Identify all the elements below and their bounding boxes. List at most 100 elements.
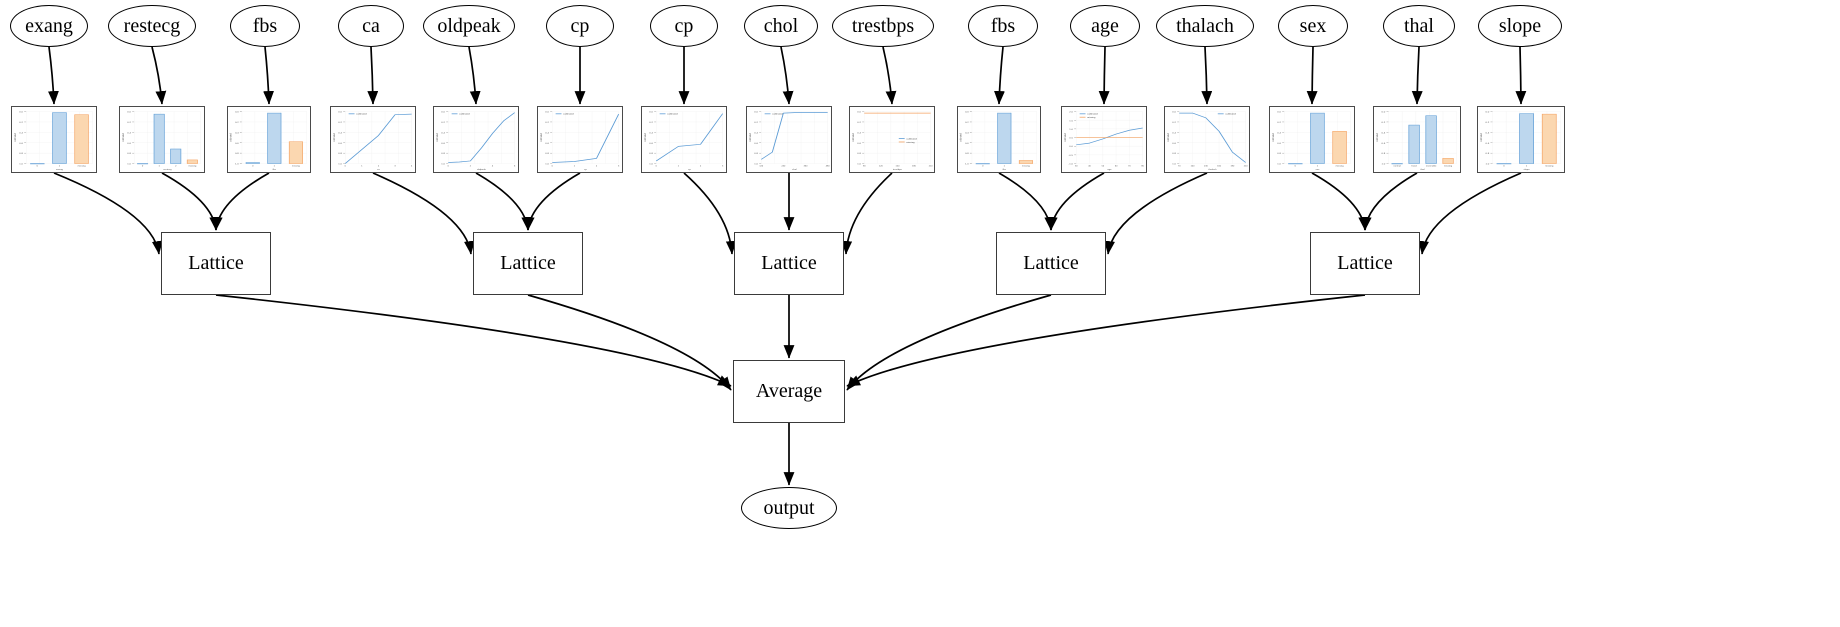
- svg-text:0.5: 0.5: [1069, 138, 1073, 140]
- svg-text:0.2: 0.2: [235, 122, 239, 124]
- feature-node-fbs-2[interactable]: fbs: [968, 5, 1038, 47]
- svg-text:age: age: [1107, 169, 1112, 171]
- average-node[interactable]: Average: [733, 360, 845, 423]
- svg-text:0.6: 0.6: [338, 143, 342, 145]
- svg-text:1.0: 1.0: [545, 164, 549, 166]
- svg-text:70: 70: [1128, 166, 1131, 168]
- svg-text:0: 0: [1295, 166, 1297, 168]
- svg-text:0.0: 0.0: [338, 112, 342, 114]
- output-node[interactable]: output: [741, 487, 837, 529]
- feature-node-exang[interactable]: exang: [10, 5, 88, 47]
- svg-text:0.0: 0.0: [1485, 111, 1489, 114]
- svg-text:3: 3: [618, 166, 620, 168]
- lattice-node-0[interactable]: Lattice: [161, 232, 271, 295]
- svg-text:0.6: 0.6: [754, 143, 758, 145]
- feature-node-chol[interactable]: chol: [744, 5, 818, 47]
- svg-text:0.4: 0.4: [965, 133, 969, 135]
- svg-text:0.8: 0.8: [965, 153, 969, 155]
- svg-text:cp: cp: [584, 169, 587, 171]
- svg-text:0.4: 0.4: [649, 133, 653, 135]
- feature-node-trestbps[interactable]: trestbps: [832, 5, 934, 47]
- svg-text:1.0: 1.0: [19, 164, 23, 166]
- svg-text:0.6: 0.6: [441, 143, 445, 145]
- lattice-node-3[interactable]: Lattice: [996, 232, 1106, 295]
- svg-text:0.0: 0.0: [19, 112, 23, 114]
- feature-node-ca[interactable]: ca: [338, 5, 404, 47]
- svg-text:0.4: 0.4: [1485, 132, 1489, 135]
- svg-text:80: 80: [1141, 166, 1144, 168]
- feature-node-sex[interactable]: sex: [1278, 5, 1348, 47]
- lattice-node-4[interactable]: Lattice: [1310, 232, 1420, 295]
- svg-text:reversible: reversible: [1426, 165, 1437, 168]
- lattice-node-2[interactable]: Lattice: [734, 232, 844, 295]
- feature-node-oldpeak[interactable]: oldpeak: [423, 5, 515, 47]
- svg-text:90: 90: [863, 166, 866, 168]
- svg-text:calibrated: calibrated: [1272, 133, 1275, 142]
- svg-text:calibrated: calibrated: [1167, 133, 1170, 142]
- feature-node-age[interactable]: age: [1070, 5, 1140, 47]
- svg-text:calibrated: calibrated: [852, 133, 855, 142]
- svg-text:calibrated: calibrated: [1480, 133, 1483, 142]
- svg-text:0.2: 0.2: [1381, 121, 1385, 124]
- svg-text:1.0: 1.0: [127, 164, 131, 166]
- svg-text:0.6: 0.6: [19, 143, 23, 145]
- svg-text:210: 210: [929, 166, 934, 168]
- svg-text:50: 50: [1102, 166, 1105, 168]
- svg-text:2.0: 2.0: [1069, 112, 1073, 114]
- svg-text:160: 160: [1217, 166, 1222, 168]
- svg-text:0.0: 0.0: [965, 112, 969, 114]
- svg-text:1: 1: [1004, 166, 1006, 168]
- svg-text:0.2: 0.2: [649, 122, 653, 124]
- svg-text:0.4: 0.4: [754, 133, 758, 135]
- feature-node-restecg[interactable]: restecg: [108, 5, 196, 47]
- svg-text:1.0: 1.0: [754, 164, 758, 166]
- svg-text:1.0: 1.0: [1277, 164, 1281, 166]
- feature-node-slope[interactable]: slope: [1478, 5, 1562, 47]
- svg-text:calibrated: calibrated: [333, 133, 336, 142]
- svg-text:fbs: fbs: [273, 169, 277, 171]
- svg-text:0.2: 0.2: [857, 122, 861, 124]
- svg-text:0.0: 0.0: [127, 112, 131, 114]
- feature-node-cp-1[interactable]: cp: [546, 5, 614, 47]
- svg-text:calibrated: calibrated: [14, 133, 17, 142]
- svg-text:120: 120: [879, 166, 884, 168]
- feature-node-thal[interactable]: thal: [1383, 5, 1455, 47]
- svg-text:0.8: 0.8: [441, 153, 445, 155]
- svg-text:0.0: 0.0: [441, 112, 445, 114]
- svg-text:0.4: 0.4: [19, 133, 23, 135]
- svg-text:0.6: 0.6: [857, 143, 861, 145]
- svg-text:1.0: 1.0: [338, 164, 342, 166]
- feature-node-fbs-1[interactable]: fbs: [230, 5, 300, 47]
- feature-node-thalach[interactable]: thalach: [1156, 5, 1254, 47]
- svg-text:cp: cp: [688, 169, 691, 171]
- svg-text:0: 0: [252, 166, 254, 168]
- svg-text:1.0: 1.0: [649, 164, 653, 166]
- svg-text:trestbps: trestbps: [893, 168, 903, 171]
- svg-text:3: 3: [394, 166, 396, 168]
- feature-node-cp-2[interactable]: cp: [650, 5, 718, 47]
- svg-text:0.2: 0.2: [338, 122, 342, 124]
- svg-text:fixed: fixed: [1412, 166, 1418, 168]
- svg-text:1.0: 1.0: [1381, 163, 1385, 166]
- lattice-node-1[interactable]: Lattice: [473, 232, 583, 295]
- svg-text:0.2: 0.2: [19, 122, 23, 124]
